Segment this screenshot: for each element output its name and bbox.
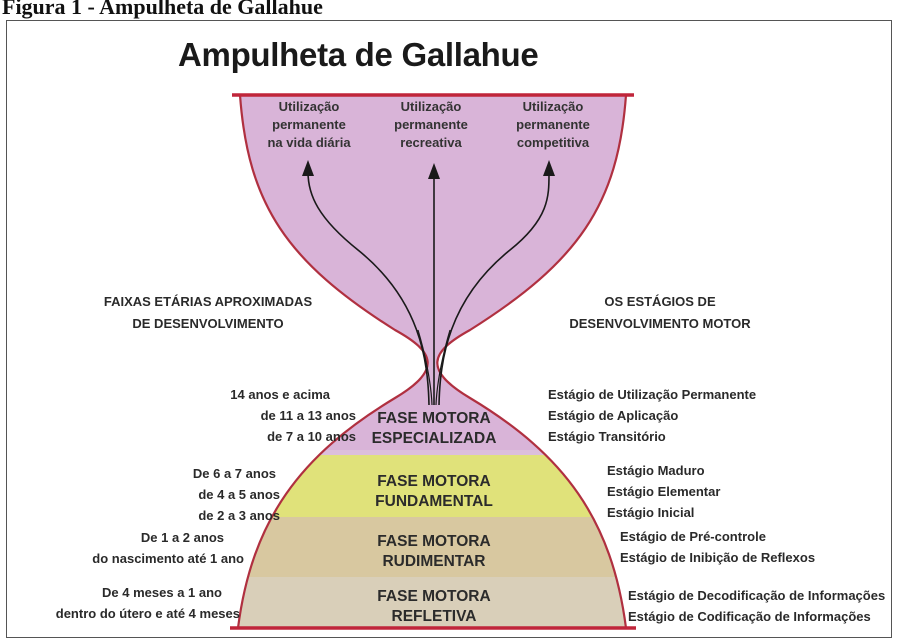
band-transition [238,450,626,455]
arrow-head-right [543,160,555,176]
hourglass-left-outline [236,94,429,629]
hourglass-right-outline [436,94,628,629]
arrow-head-left [302,160,314,176]
arrow-strand-2 [435,329,451,406]
arrow-line-left [307,171,430,406]
arrow-head-center [428,163,440,179]
figure-caption: Figura 1 - Ampulheta de Gallahue [2,0,323,19]
band-refletiva [238,577,626,628]
band-rudimentar [238,517,626,577]
diagram-title: Ampulheta de Gallahue [178,36,539,73]
arrow-strand-1 [417,329,433,406]
arrow-line-right [438,171,550,406]
